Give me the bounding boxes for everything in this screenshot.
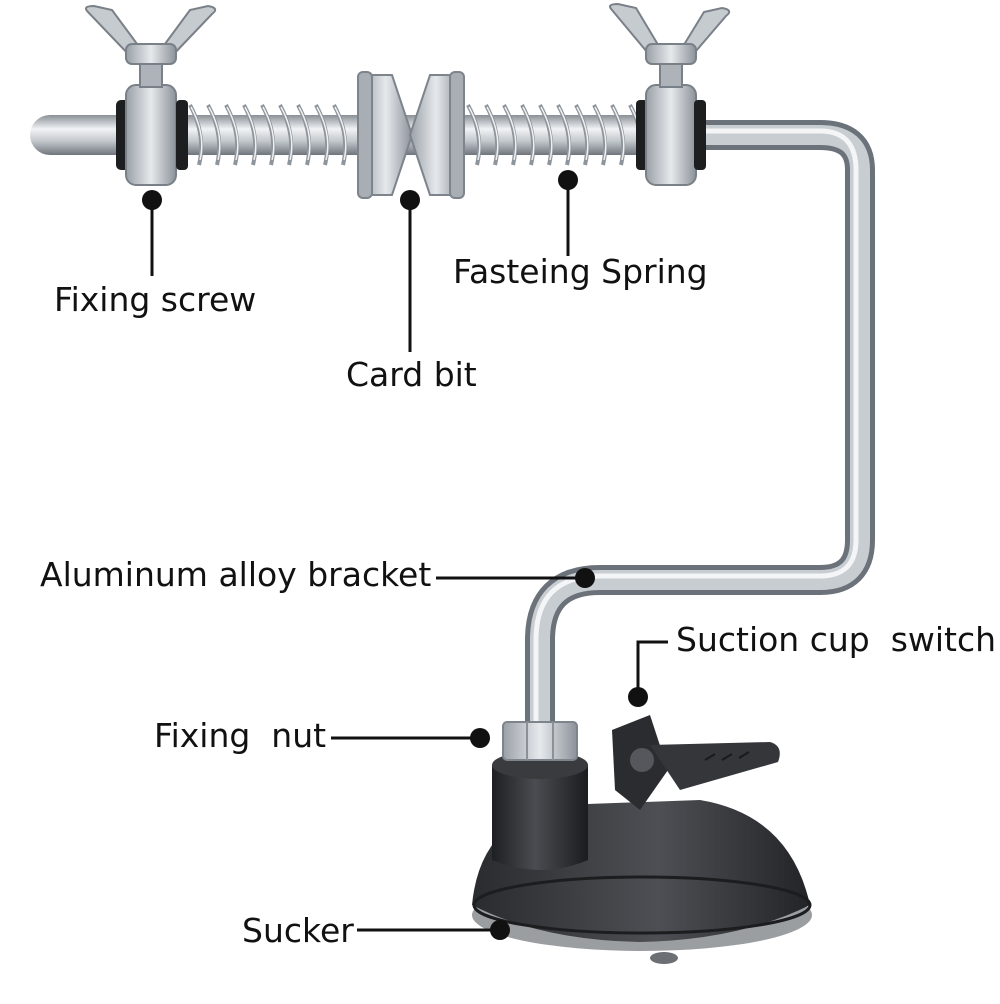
- spring-coil-highlight: [576, 106, 589, 161]
- label-fasteing-spring: Fasteing Spring: [453, 252, 708, 291]
- spring-coil-highlight: [244, 106, 257, 161]
- label-suction-cup-switch: Suction cup switch: [676, 620, 997, 659]
- right-wing-nut: [609, 2, 731, 88]
- pointer-suction-switch: [628, 640, 668, 707]
- spring-coil-highlight: [298, 106, 311, 161]
- left-collar: [116, 84, 188, 186]
- label-card-bit: Card bit: [346, 355, 477, 394]
- spring-coil-highlight: [504, 106, 517, 161]
- pointer-bracket: [436, 568, 595, 588]
- label-aluminum-alloy-bracket: Aluminum alloy bracket: [40, 555, 432, 594]
- pointers: [142, 170, 668, 940]
- spring-coil-highlight: [540, 106, 553, 161]
- label-fixing-screw: Fixing screw: [54, 280, 257, 319]
- left-spring: [188, 104, 348, 166]
- pointer-fixing-screw: [142, 190, 162, 276]
- card-bit-cones: [357, 71, 465, 199]
- suction-lever: [612, 715, 780, 810]
- spring-coil-highlight: [280, 106, 293, 161]
- spring-coil-highlight: [316, 106, 329, 161]
- right-collar: [636, 84, 706, 186]
- pointer-card-bit: [400, 190, 420, 352]
- spring-coil-highlight: [486, 106, 499, 161]
- left-wing-nut: [85, 4, 217, 88]
- label-sucker: Sucker: [242, 911, 354, 950]
- spring-coil-highlight: [612, 106, 625, 161]
- spring-coil-highlight: [262, 106, 275, 161]
- pointer-fixing-nut: [331, 728, 490, 748]
- spring-coil-highlight: [208, 106, 221, 161]
- spring-coil-highlight: [226, 106, 239, 161]
- right-spring: [466, 104, 644, 166]
- pointer-fasteing-spring: [558, 170, 578, 256]
- spring-coil-highlight: [558, 106, 571, 161]
- hex-nut: [502, 721, 578, 761]
- post-housing: [492, 751, 588, 870]
- spring-coil-highlight: [334, 106, 347, 161]
- spring-coil-highlight: [190, 106, 203, 161]
- spring-coil-highlight: [522, 106, 535, 161]
- spring-coil-highlight: [594, 106, 607, 161]
- pointer-sucker: [357, 920, 510, 940]
- bracket-frame: [525, 120, 875, 750]
- spring-coil-highlight: [468, 106, 481, 161]
- label-fixing-nut: Fixing nut: [154, 716, 327, 755]
